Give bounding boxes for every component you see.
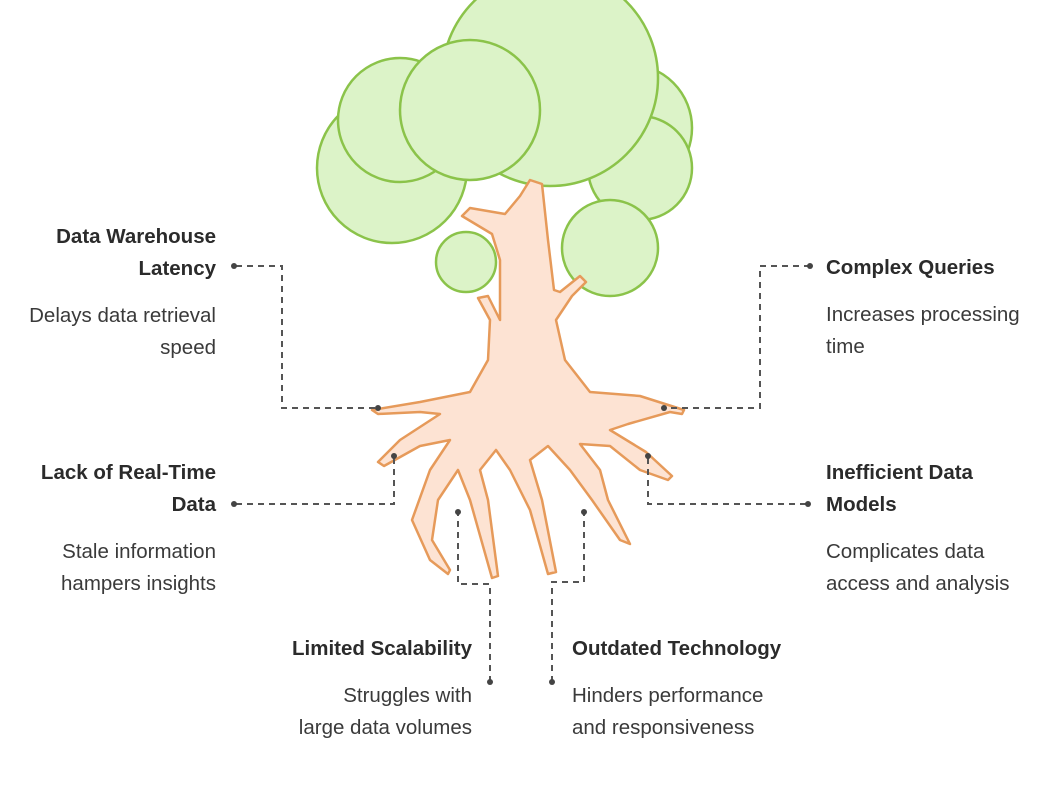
connector-data-warehouse-latency <box>236 265 378 409</box>
connector-outdated-technology <box>551 512 585 682</box>
connector-lack-of-real-time-data <box>236 456 395 505</box>
node-outdated-technology: Outdated Technology Hinders performance … <box>572 633 792 744</box>
node-title: Outdated Technology <box>572 637 782 660</box>
node-description: Delays data retrieval speed <box>29 304 216 359</box>
node-data-warehouse-latency: Data Warehouse Latency Delays data retri… <box>0 221 216 364</box>
node-title: Complex Queries <box>826 256 995 279</box>
node-lack-of-real-time-data: Lack of Real-Time Data Stale information… <box>16 457 216 600</box>
node-description: Complicates data access and analysis <box>826 540 1010 595</box>
node-description: Increases processing time <box>826 303 1020 358</box>
node-title: Inefficient Data Models <box>826 461 973 516</box>
node-description: Hinders performance and responsiveness <box>572 684 764 739</box>
node-title: Data Warehouse Latency <box>56 225 216 280</box>
connector-limited-scalability <box>457 512 491 682</box>
node-title: Limited Scalability <box>292 637 472 660</box>
connector-complex-queries <box>664 265 810 409</box>
node-title: Lack of Real-Time Data <box>40 461 216 516</box>
node-description: Struggles with large data volumes <box>298 684 472 739</box>
connector-inefficient-data-models <box>647 456 806 505</box>
node-complex-queries: Complex Queries Increases processing tim… <box>826 252 1026 363</box>
connectors <box>236 265 810 682</box>
tree-trunk-and-roots <box>370 178 686 580</box>
node-limited-scalability: Limited Scalability Struggles with large… <box>292 633 472 744</box>
node-description: Stale information hampers insights <box>61 540 216 595</box>
node-inefficient-data-models: Inefficient Data Models Complicates data… <box>826 457 1026 600</box>
connector-dots <box>231 263 813 685</box>
tree-canopy <box>315 0 694 298</box>
